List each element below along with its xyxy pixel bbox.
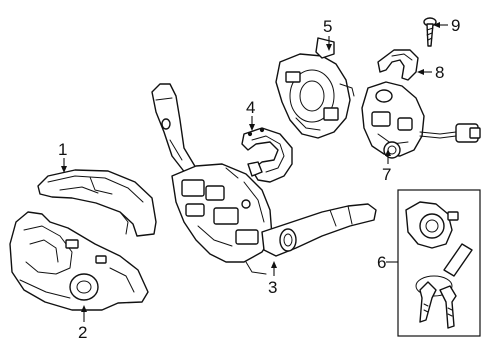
kit-frame: [397, 189, 481, 337]
retainer-bracket: [377, 49, 419, 81]
steering-angle-sensor: [275, 37, 355, 139]
mounting-screw: [423, 17, 437, 47]
lock-cylinder-kit: [397, 189, 481, 337]
callout-7: 7: [382, 165, 391, 184]
callout-5: 5: [323, 17, 332, 36]
callout-leaders: [61, 22, 448, 322]
callout-4: 4: [246, 98, 255, 117]
clock-spring: [241, 127, 293, 183]
callout-1: 1: [58, 140, 67, 159]
ignition-lock-housing: [361, 81, 481, 159]
callout-8: 8: [435, 63, 444, 82]
upper-column-shroud: [37, 169, 157, 237]
lower-column-shroud: [9, 211, 149, 311]
callout-6: 6: [377, 253, 386, 272]
callout-2: 2: [78, 323, 87, 342]
callout-3: 3: [268, 278, 277, 297]
combination-switch-assembly: [151, 83, 377, 275]
callout-9: 9: [451, 16, 460, 35]
